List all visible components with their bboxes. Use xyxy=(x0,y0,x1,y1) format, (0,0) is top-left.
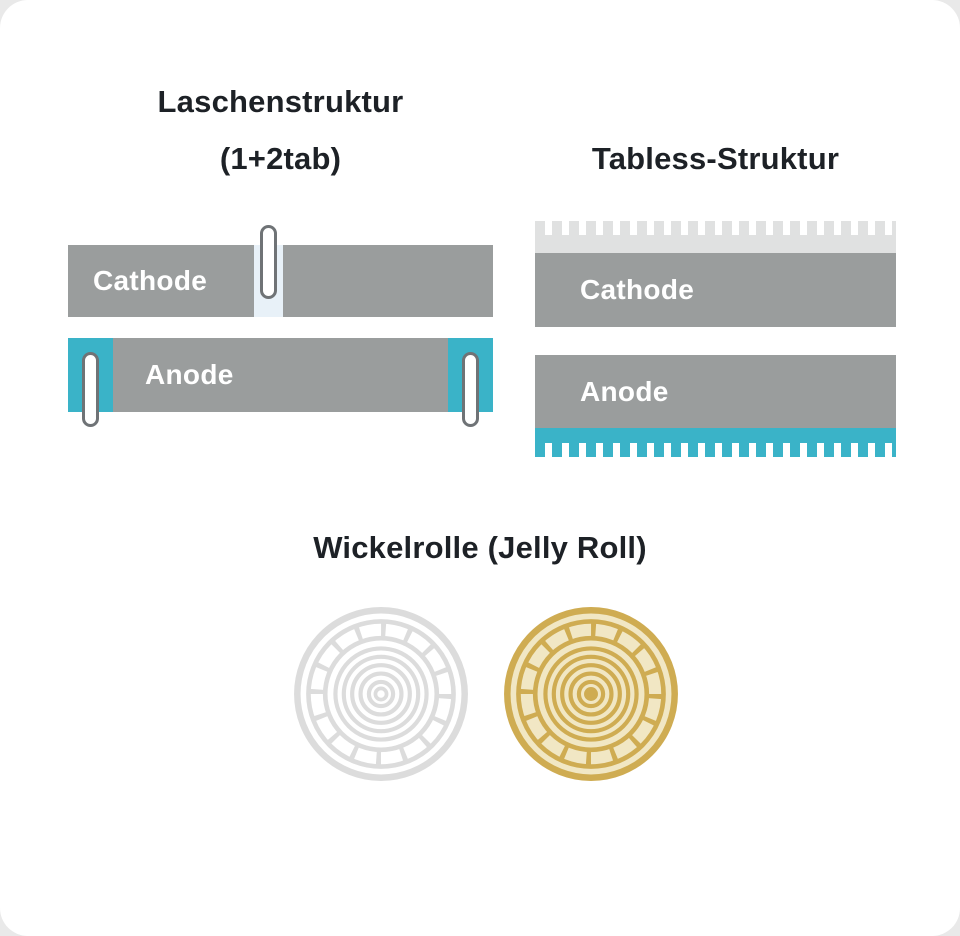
jelly-roll-gray-icon xyxy=(294,607,468,781)
cathode-tab-pill-icon xyxy=(260,225,277,299)
tabless-cathode-bar: Cathode xyxy=(535,221,896,327)
tab-cathode-label: Cathode xyxy=(93,265,208,296)
jelly-roll-gold-icon xyxy=(504,607,678,781)
tabless-anode-bar: Anode xyxy=(535,355,896,457)
tab-structure-title-line1: Laschenstruktur xyxy=(157,84,404,119)
tab-cathode-bar: Cathode xyxy=(68,225,493,317)
cathode-teeth-icon xyxy=(535,221,896,235)
tab-anode-label: Anode xyxy=(145,359,234,390)
tabless-structure-title: Tabless-Struktur xyxy=(591,141,840,176)
cathode-foil-strip xyxy=(535,235,896,253)
anode-teeth-icon xyxy=(535,443,896,457)
anode-tab-pill-left-icon xyxy=(82,352,99,427)
tab-anode-bar: Anode xyxy=(68,338,493,427)
anode-tab-pill-right-icon xyxy=(462,352,479,427)
anode-foil-strip xyxy=(535,428,896,443)
jelly-roll-title: Wickelrolle (Jelly Roll) xyxy=(313,530,647,565)
tabless-cathode-label: Cathode xyxy=(580,274,695,305)
tab-structure-title-line2: (1+2tab) xyxy=(219,141,342,176)
tabless-anode-label: Anode xyxy=(580,375,669,407)
